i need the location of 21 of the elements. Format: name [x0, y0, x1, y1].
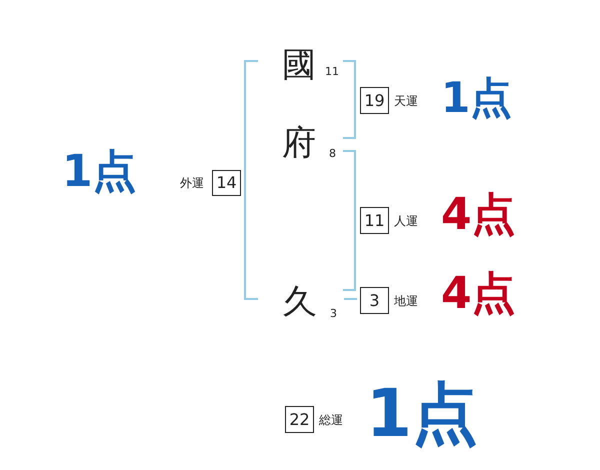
name-character: 久	[283, 285, 317, 319]
name-character: 國	[282, 48, 316, 82]
stroke-count: 8	[329, 148, 336, 159]
number-box: 11	[360, 207, 389, 234]
category-label: 総運	[319, 414, 343, 426]
number-box: 3	[360, 287, 389, 314]
score-label: 1点	[441, 77, 512, 119]
number-box: 19	[360, 87, 389, 114]
score-label: 1点	[366, 381, 478, 447]
stroke-count: 11	[325, 66, 339, 77]
number-box: 22	[285, 406, 314, 433]
category-label: 天運	[394, 95, 418, 107]
number-box: 14	[212, 170, 241, 196]
score-label: 4点	[441, 193, 516, 237]
stroke-count: 3	[330, 308, 337, 319]
score-label: 1点	[62, 150, 137, 194]
category-label: 地運	[394, 295, 418, 307]
score-label: 4点	[441, 272, 516, 316]
name-character: 府	[282, 126, 316, 160]
category-label: 人運	[394, 215, 418, 227]
category-label: 外運	[180, 177, 204, 189]
